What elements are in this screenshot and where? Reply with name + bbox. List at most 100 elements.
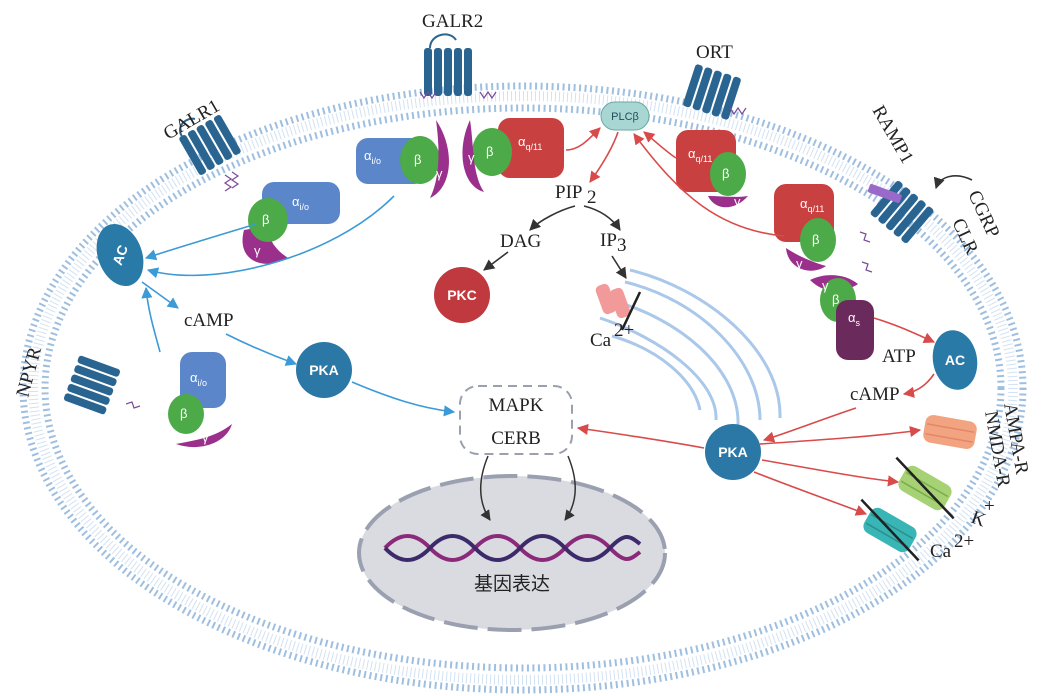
pip2-sub: 2: [587, 187, 597, 208]
mapk-to-nucleus-arrow-left: [479, 455, 491, 521]
clr-s-g-protein: [810, 275, 874, 360]
galr2-q11-beta-label: β: [486, 144, 493, 159]
galr2-to-ac-arrow: [146, 195, 395, 279]
clr-receptor: [870, 180, 934, 244]
galr1-receptor: [179, 115, 241, 175]
clr-to-plcb-arrow: [633, 133, 785, 237]
atp-label: ATP: [882, 346, 916, 367]
galr2-q11-g-protein: [462, 118, 564, 192]
lipid-anchors: [125, 90, 873, 409]
er-ca-sup: 2+: [614, 320, 634, 341]
npyr-receptor: [63, 355, 121, 415]
galr2-receptor: [424, 33, 472, 96]
ca-channel-label: Ca 2+: [930, 531, 974, 562]
ort-gamma-label: γ: [734, 194, 741, 209]
dag-to-pkc-arrow: [483, 251, 509, 271]
clr-s-gamma-label: γ: [822, 278, 829, 293]
pka-right-label: PKA: [718, 444, 748, 460]
red-arrows: [565, 127, 936, 516]
pka-to-nmda-arrow: [761, 459, 900, 487]
mapk-label: MAPK: [489, 395, 544, 416]
dag-label: DAG: [500, 231, 541, 252]
mapk-to-nucleus-arrow-right: [564, 455, 577, 521]
ort-g-protein: [676, 130, 748, 208]
er-ca-text: Ca: [590, 330, 612, 351]
ac-left-node: [96, 224, 144, 286]
pkc-label: PKC: [447, 287, 477, 303]
ip3-label: IP 3: [600, 230, 627, 256]
clr-s-beta-label: β: [832, 292, 839, 307]
clr-q11-g-protein: [774, 184, 836, 271]
galr1-to-ac-arrow: [144, 223, 257, 261]
galr2-alpha-q11-label: αq/11: [518, 134, 542, 152]
cerb-label: CERB: [491, 428, 541, 449]
pka-to-ca-channel-arrow: [753, 471, 868, 516]
npyr-to-ac-arrow: [141, 286, 161, 353]
galr2-label: GALR2: [422, 11, 483, 32]
galr2-q11-gamma-label: γ: [468, 150, 475, 165]
npyr-alpha-io-label: αi/o: [190, 370, 207, 388]
pip2-text: PIP: [555, 182, 582, 203]
ac-right-node: [932, 330, 978, 390]
galr2-io-beta-label: β: [414, 152, 421, 167]
plcb-label: PLCβ: [611, 111, 639, 123]
npyr-label: NPYR: [13, 345, 46, 400]
galr2-io-g-protein: [356, 120, 449, 198]
ort-alpha-q11-label: αq/11: [688, 146, 712, 164]
clr-q11-beta-label: β: [812, 232, 819, 247]
ramp1-protein: [867, 183, 902, 203]
k-ion-label: K +: [968, 496, 994, 531]
ort-beta-label: β: [722, 166, 729, 181]
ca-channel-text: Ca: [930, 541, 952, 562]
ampa-r-channel: [923, 414, 977, 450]
pip2-to-ip3-arrow: [583, 205, 621, 231]
mapk-cerb-box: [459, 385, 573, 455]
galr2-to-plcb-arrow: [565, 127, 601, 151]
galr1-beta-label: β: [262, 212, 269, 227]
npyr-gamma-label: γ: [202, 430, 209, 445]
galr1-alpha-label: αi/o: [292, 194, 309, 212]
cell-membrane: [19, 82, 1027, 694]
pkc-node: [434, 267, 490, 323]
plcb-to-pip2-arrow: [589, 131, 619, 183]
dna-helix: [383, 534, 642, 562]
nmda-r-channel: [895, 456, 955, 520]
k-sup: +: [984, 496, 995, 517]
ac-to-camp-right-arrow: [902, 373, 935, 398]
galr2-io-gamma-label: γ: [436, 166, 443, 181]
ac-right-label: AC: [945, 352, 965, 368]
clr-alpha-q11-label: αq/11: [800, 196, 824, 214]
er-ca-label: Ca 2+: [590, 320, 634, 351]
ramp1-label: RAMP1: [868, 102, 918, 167]
galr1-gamma-label: γ: [254, 243, 261, 258]
pka-to-ampa-arrow: [759, 425, 922, 445]
dark-arrows: [483, 175, 973, 279]
ort-to-plcb-arrow: [643, 131, 677, 159]
npyr-g-protein: [168, 352, 232, 448]
pka-right-node: [705, 424, 761, 480]
ip3-sub: 3: [617, 235, 627, 256]
endoplasmic-reticulum: [599, 268, 782, 426]
camp-to-pka-arrow: [225, 333, 298, 366]
camp-to-pka-right-arrow: [762, 407, 857, 443]
blue-arrows: [141, 195, 456, 417]
camp-right-label: cAMP: [850, 384, 900, 405]
ip3-receptor-channel: [595, 283, 642, 331]
galr2-alpha-io-label: αi/o: [364, 148, 381, 166]
pip2-to-dag-arrow: [529, 205, 576, 231]
ip3-text: IP: [600, 230, 617, 251]
npyr-beta-label: β: [180, 406, 187, 421]
gene-expression-label: 基因表达: [474, 573, 550, 595]
clr-q11-gamma-label: γ: [796, 256, 803, 271]
pka-to-mapk-arrow: [351, 381, 456, 417]
pka-left-label: PKA: [309, 362, 339, 378]
clr-s-to-ac-arrow: [873, 317, 936, 344]
clr-s-alpha-label: αs: [848, 310, 861, 328]
ac-left-label: AC: [109, 243, 131, 267]
ca-channel: [860, 498, 920, 562]
pka-to-mapk-red-arrow: [576, 423, 705, 449]
ort-receptor: [683, 64, 741, 120]
ca-channel-sup: 2+: [954, 531, 974, 552]
